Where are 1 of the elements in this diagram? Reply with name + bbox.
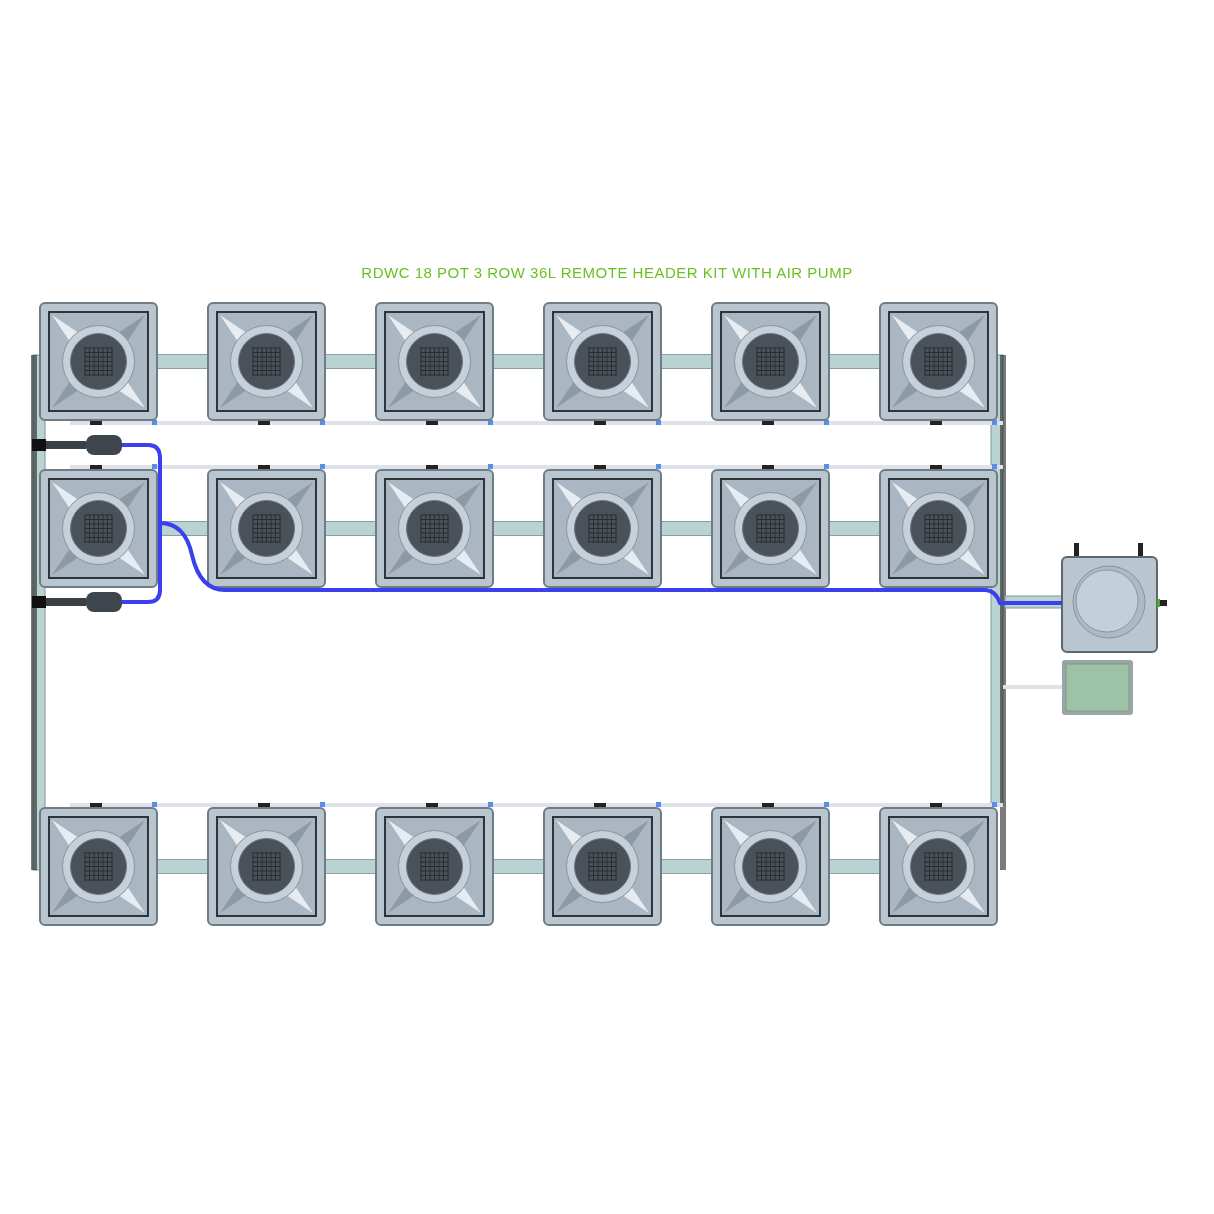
diagram-title: RDWC 18 POT 3 ROW 36L REMOTE HEADER KIT WITH AIR PUMP	[361, 263, 853, 283]
